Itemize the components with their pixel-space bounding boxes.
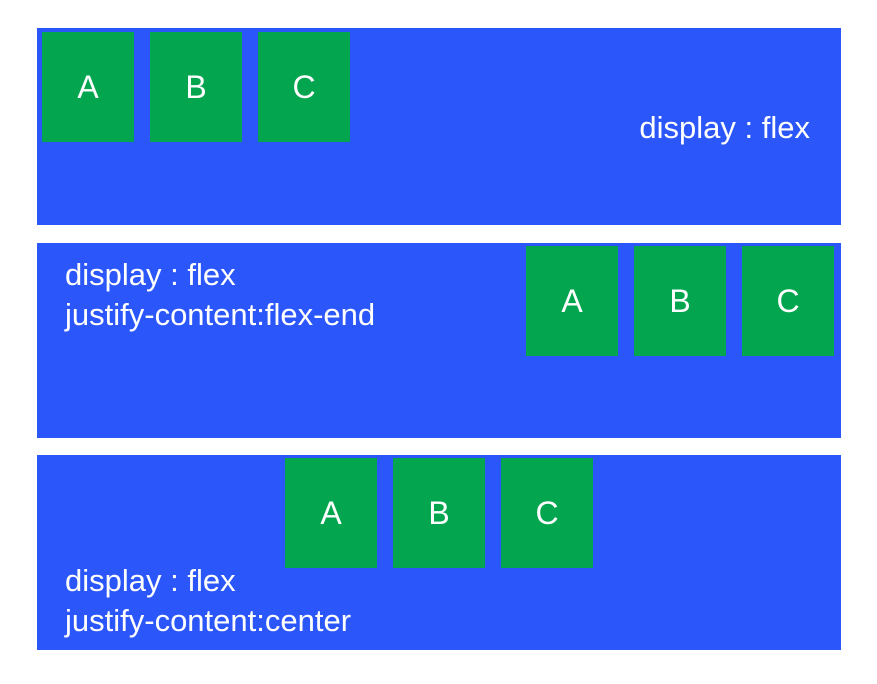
flex-item-a: A [526, 246, 618, 356]
flex-container-default: A B C display : flex [37, 28, 841, 225]
container-label-line: justify-content:center [65, 603, 352, 638]
container-label-line: display : flex [65, 257, 236, 292]
flex-items-row: A B C [285, 458, 593, 568]
flex-container-flex-end: A B C display : flex justify-content:fle… [37, 243, 841, 438]
container-label: display : flex justify-content:center [65, 561, 351, 641]
container-label: display : flex [639, 108, 810, 148]
flex-item-a: A [42, 32, 134, 142]
flex-item-c: C [742, 246, 834, 356]
container-label-line: display : flex [639, 110, 810, 145]
flex-container-center: A B C display : flex justify-content:cen… [37, 455, 841, 650]
container-label: display : flex justify-content:flex-end [65, 255, 375, 335]
flex-item-c: C [258, 32, 350, 142]
flex-item-c: C [501, 458, 593, 568]
container-label-line: display : flex [65, 563, 236, 598]
flex-items-row: A B C [42, 32, 350, 142]
flex-item-b: B [393, 458, 485, 568]
flex-item-a: A [285, 458, 377, 568]
flex-items-row: A B C [526, 246, 834, 356]
flex-item-b: B [150, 32, 242, 142]
flex-item-b: B [634, 246, 726, 356]
container-label-line: justify-content:flex-end [65, 297, 376, 332]
